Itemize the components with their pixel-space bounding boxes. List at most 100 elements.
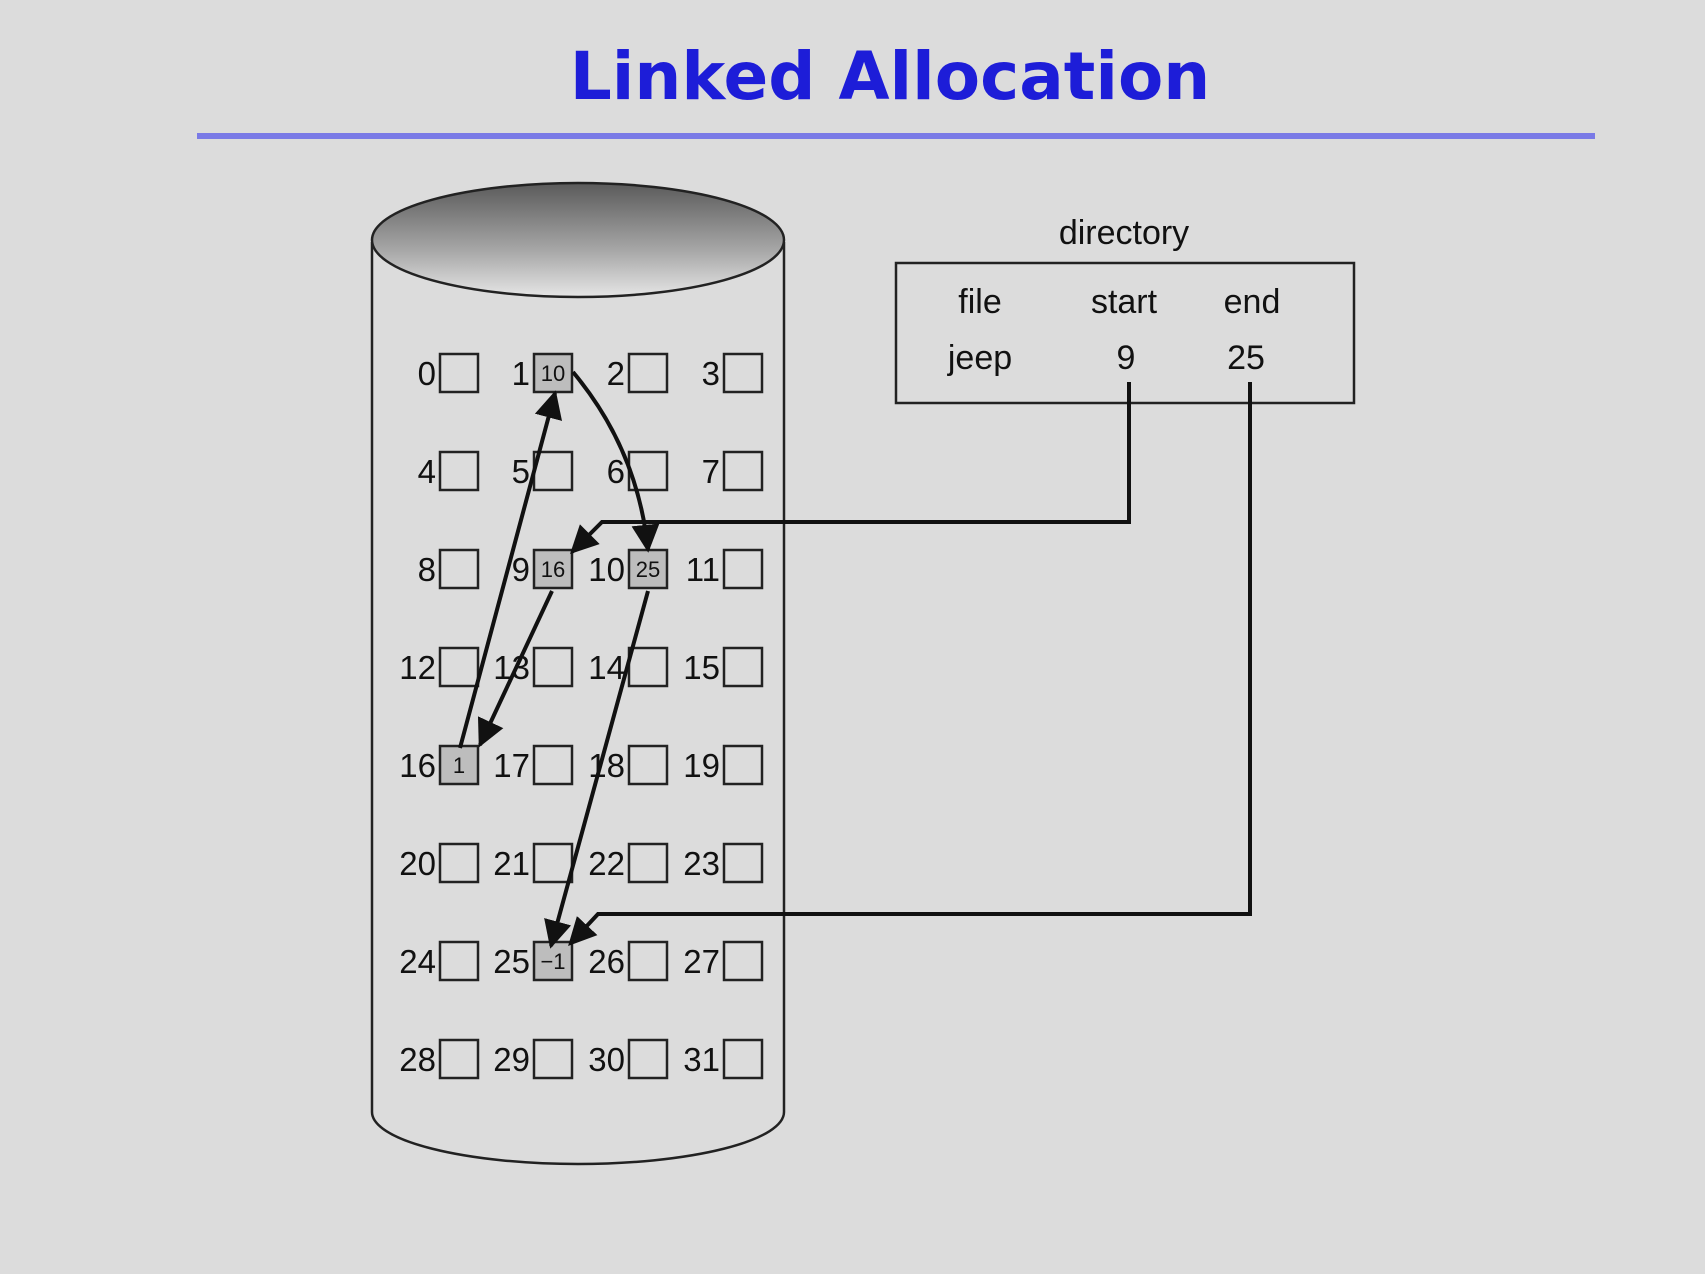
block-box xyxy=(438,1038,480,1080)
block-4: 4 xyxy=(418,450,480,492)
block-box xyxy=(722,548,764,590)
block-box xyxy=(722,1038,764,1080)
block-number: 16 xyxy=(399,747,436,784)
directory-file-value: jeep xyxy=(947,339,1012,377)
block-number: 14 xyxy=(588,649,625,686)
block-number: 10 xyxy=(588,551,625,588)
block-22: 22 xyxy=(588,842,669,884)
block-12: 12 xyxy=(399,646,480,688)
block-box xyxy=(627,744,669,786)
block-number: 15 xyxy=(683,649,720,686)
block-number: 18 xyxy=(588,747,625,784)
block-18: 18 xyxy=(588,744,669,786)
block-box xyxy=(438,450,480,492)
block-number: 26 xyxy=(588,943,625,980)
block-box xyxy=(438,646,480,688)
block-19: 19 xyxy=(683,744,764,786)
block-box xyxy=(627,548,669,590)
block-17: 17 xyxy=(493,744,574,786)
block-15: 15 xyxy=(683,646,764,688)
block-number: 1 xyxy=(512,355,530,392)
directory-start-value: 9 xyxy=(1117,339,1136,377)
block-pointer: 10 xyxy=(541,361,565,386)
arrow-block-10-to-25 xyxy=(544,590,650,949)
block-11: 11 xyxy=(686,548,764,590)
block-29: 29 xyxy=(493,1038,574,1080)
block-box xyxy=(438,940,480,982)
block-pointer: −1 xyxy=(540,949,565,974)
directory-end-value: 25 xyxy=(1227,339,1265,377)
block-box xyxy=(438,842,480,884)
block-box xyxy=(532,352,574,394)
block-2: 2 xyxy=(607,352,669,394)
block-number: 17 xyxy=(493,747,530,784)
block-7: 7 xyxy=(702,450,764,492)
slide-title: Linked Allocation xyxy=(569,38,1211,115)
block-box xyxy=(722,352,764,394)
block-pointer: 1 xyxy=(453,753,465,778)
block-box xyxy=(532,744,574,786)
block-number: 24 xyxy=(399,943,436,980)
block-20: 20 xyxy=(399,842,480,884)
block-30: 30 xyxy=(588,1038,669,1080)
block-number: 7 xyxy=(702,453,720,490)
block-box xyxy=(627,352,669,394)
arrow-end-to-block-25 xyxy=(568,382,1252,947)
block-27: 27 xyxy=(683,940,764,982)
block-number: 8 xyxy=(418,551,436,588)
directory-table: directory file start end jeep 9 25 xyxy=(894,214,1356,405)
block-pointer: 25 xyxy=(636,557,660,582)
block-pointer: 16 xyxy=(541,557,565,582)
block-number: 6 xyxy=(607,453,625,490)
block-number: 31 xyxy=(683,1041,720,1078)
block-26: 26 xyxy=(588,940,669,982)
block-box xyxy=(627,842,669,884)
block-number: 20 xyxy=(399,845,436,882)
directory-header-end: end xyxy=(1224,283,1281,321)
block-number: 11 xyxy=(686,551,720,588)
block-number: 28 xyxy=(399,1041,436,1078)
directory-header-start: start xyxy=(1091,283,1158,321)
block-number: 0 xyxy=(418,355,436,392)
block-box xyxy=(722,646,764,688)
title-divider xyxy=(197,133,1595,139)
block-number: 21 xyxy=(493,845,530,882)
block-box xyxy=(438,352,480,394)
block-number: 25 xyxy=(493,943,530,980)
arrow-block-9-to-16 xyxy=(477,590,554,748)
cylinder-top xyxy=(370,181,786,299)
arrow-start-to-block-9 xyxy=(570,382,1131,554)
block-14: 14 xyxy=(588,646,669,688)
block-number: 5 xyxy=(512,453,530,490)
block-box xyxy=(722,744,764,786)
block-number: 3 xyxy=(702,355,720,392)
block-number: 19 xyxy=(683,747,720,784)
block-16: 16 1 xyxy=(399,744,480,786)
block-3: 3 xyxy=(702,352,764,394)
block-box xyxy=(532,646,574,688)
cylinder-body xyxy=(370,242,786,1166)
block-number: 30 xyxy=(588,1041,625,1078)
block-number: 27 xyxy=(683,943,720,980)
block-31: 31 xyxy=(683,1038,764,1080)
block-box xyxy=(722,842,764,884)
block-24: 24 xyxy=(399,940,480,982)
block-23: 23 xyxy=(683,842,764,884)
arrow-block-16-to-1 xyxy=(458,390,563,749)
block-10: 10 25 xyxy=(588,548,669,590)
block-box xyxy=(722,450,764,492)
block-number: 29 xyxy=(493,1041,530,1078)
arrow-block-1-to-10 xyxy=(571,370,660,553)
disk-cylinder xyxy=(370,181,786,1166)
block-box xyxy=(722,940,764,982)
block-number: 4 xyxy=(418,453,436,490)
block-number: 23 xyxy=(683,845,720,882)
directory-header-file: file xyxy=(958,283,1001,321)
link-arrows xyxy=(458,370,1252,949)
block-number: 9 xyxy=(512,551,530,588)
block-number: 22 xyxy=(588,845,625,882)
block-number: 12 xyxy=(399,649,436,686)
